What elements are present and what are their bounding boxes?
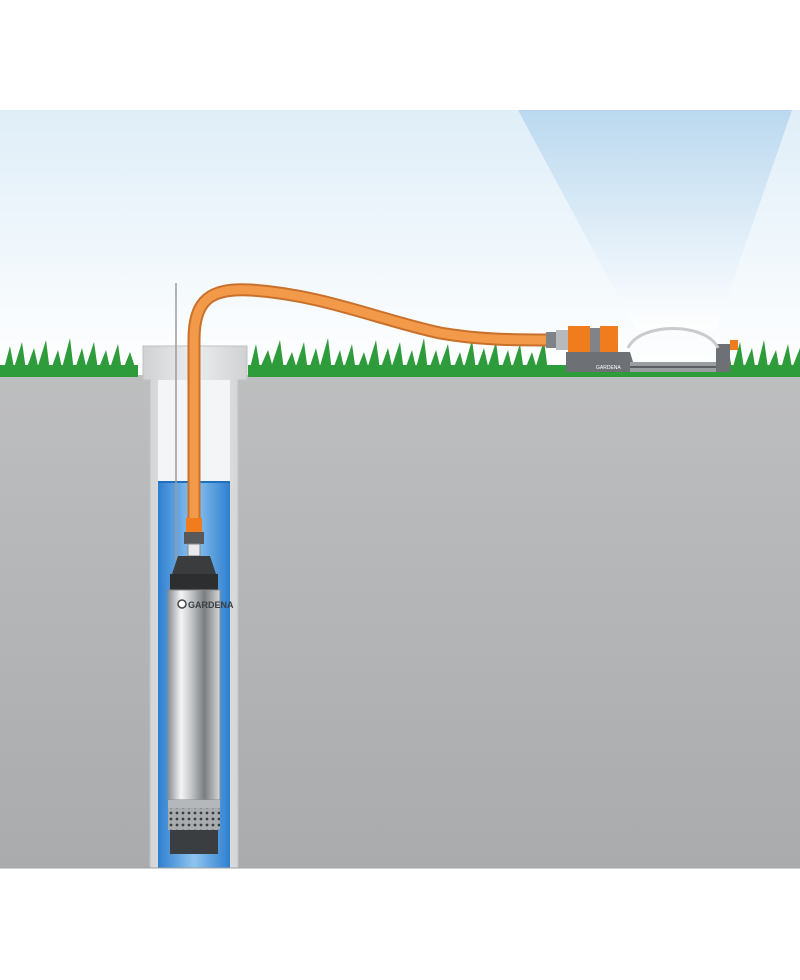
ground [0, 375, 800, 868]
hose-fill [189, 285, 555, 525]
grass-left [0, 338, 138, 377]
sprinkler-brand-label: GARDENA [596, 365, 621, 371]
pump-intake-screen [168, 808, 220, 830]
oscillating-sprinkler-icon: GARDENA [546, 326, 738, 372]
water-spray [518, 110, 792, 330]
submersible-pump-icon: GARDENA [167, 556, 234, 854]
pump-logo-icon [177, 599, 187, 609]
pump-hose-connector [184, 518, 204, 557]
sprinkler-arc [626, 327, 720, 349]
pump-brand-label: GARDENA [188, 600, 234, 610]
